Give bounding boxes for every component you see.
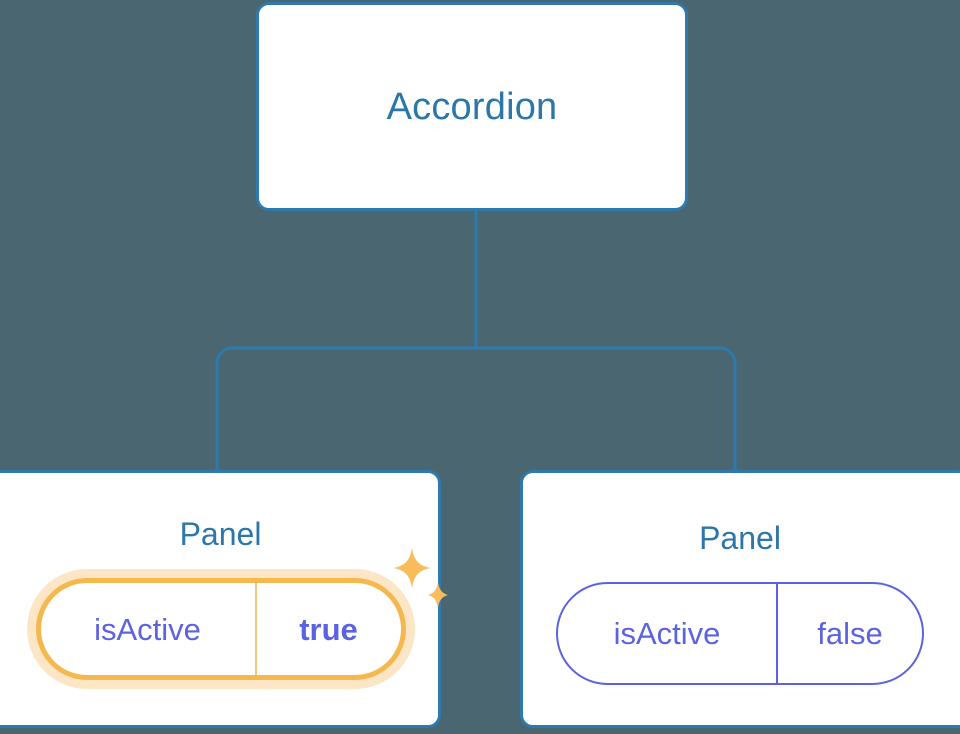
prop-pill-is-active-false[interactable]: isActive false <box>556 582 924 685</box>
node-panel-active[interactable]: Panel isActive true <box>0 470 448 728</box>
node-panel-active-content: Panel isActive true <box>3 473 448 725</box>
prop-value: false <box>776 584 922 683</box>
node-panel-inactive-label: Panel <box>699 520 781 556</box>
node-panel-inactive[interactable]: Panel isActive false <box>520 470 960 728</box>
prop-key: isActive <box>613 616 721 651</box>
node-accordion-label: Accordion <box>386 85 558 128</box>
prop-pill-active-wrap: isActive true <box>35 548 448 680</box>
node-accordion[interactable]: Accordion <box>256 2 688 211</box>
prop-pill-is-active-true[interactable]: isActive true <box>35 578 406 680</box>
prop-value: true <box>254 583 401 675</box>
connector-branch-bus <box>215 346 737 470</box>
node-panel-active-label: Panel <box>179 516 262 552</box>
prop-key: isActive <box>94 611 201 647</box>
prop-pill-inactive-wrap: isActive false <box>556 582 924 685</box>
node-panel-inactive-content: Panel isActive false <box>523 473 957 725</box>
